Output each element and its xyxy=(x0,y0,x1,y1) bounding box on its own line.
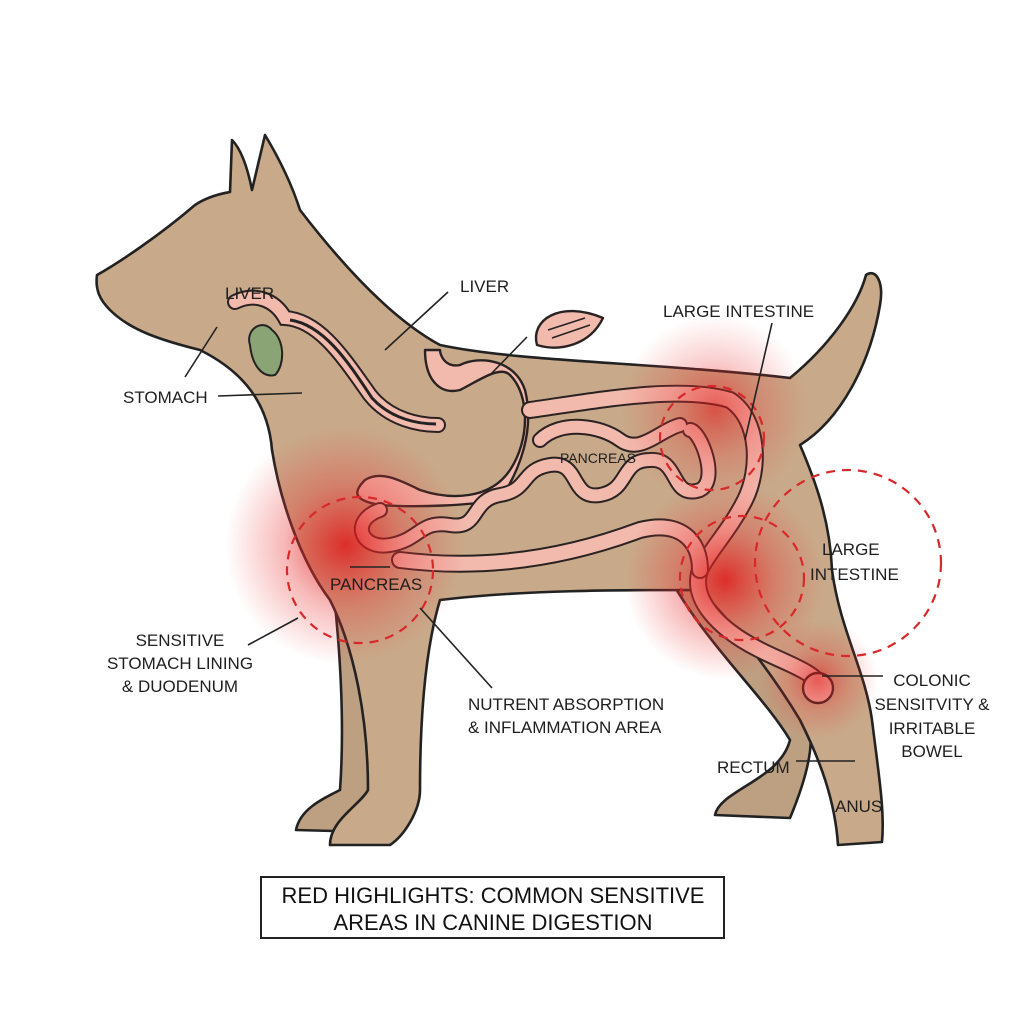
highlight-glow-stomach xyxy=(225,425,465,665)
label-liver-back: LIVER xyxy=(460,277,509,296)
label-nutrient-2: & INFLAMMATION AREA xyxy=(468,718,662,737)
dashed-circle-colon xyxy=(678,514,806,642)
dashed-circle-large-intestine-right xyxy=(753,468,943,658)
caption-box xyxy=(260,876,725,939)
label-sensitive-1: SENSITIVE xyxy=(136,631,225,650)
label-colonic-3: IRRITABLE xyxy=(889,719,976,738)
highlight-glow-rectum xyxy=(758,620,878,740)
label-large-intestine-right-1: LARGE xyxy=(822,540,880,559)
label-sensitive-2: STOMACH LINING xyxy=(107,654,253,673)
label-nutrient-1: NUTRENT ABSORPTION xyxy=(468,695,664,714)
caption-line-1: RED HIGHLIGHTS: COMMON SENSITIVE xyxy=(282,883,705,908)
label-colonic-1: COLONIC xyxy=(893,671,970,690)
highlight-glow-large-intestine xyxy=(620,315,810,505)
label-pancreas-mid: PANCREAS xyxy=(560,450,636,466)
label-liver-head: LIVER xyxy=(225,284,274,303)
label-colonic-4: BOWEL xyxy=(901,742,962,761)
label-large-intestine-right-2: INTESTINE xyxy=(810,565,899,584)
highlight-glow-colon xyxy=(625,480,825,680)
caption-line-2: AREAS IN CANINE DIGESTION xyxy=(333,910,652,935)
label-large-intestine-top: LARGE INTESTINE xyxy=(663,302,814,321)
leader-lines xyxy=(184,291,883,762)
label-stomach: STOMACH xyxy=(123,388,208,407)
pancreas-leaf-icon xyxy=(534,309,605,349)
label-pancreas-front: PANCREAS xyxy=(330,575,422,594)
dashed-circle-stomach xyxy=(285,495,435,645)
label-rectum: RECTUM xyxy=(717,758,790,777)
liver-organ xyxy=(248,324,284,377)
dashed-circle-large-intestine-top xyxy=(658,384,766,492)
label-anus: ANUS xyxy=(835,797,882,816)
label-colonic-2: SENSITVITY & xyxy=(875,695,991,714)
label-sensitive-3: & DUODENUM xyxy=(122,677,238,696)
